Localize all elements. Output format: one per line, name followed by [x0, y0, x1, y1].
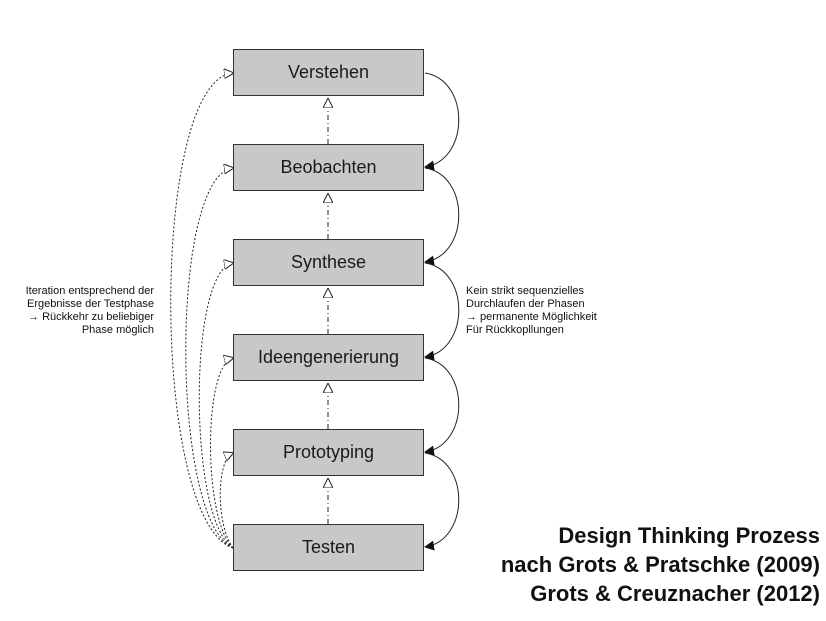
iteration-arrow-ideen	[210, 358, 234, 549]
iteration-arrow-verstehen	[170, 73, 233, 549]
phase-ideengenerierung: Ideengenerierung	[233, 334, 424, 381]
note-iteration: Iteration entsprechend der Ergebnisse de…	[26, 285, 154, 337]
note-non-sequential-line: → permanente Möglichkeit	[466, 311, 597, 323]
iteration-arrow-synthese	[198, 263, 233, 549]
title-line: Grots & Creuznacher (2012)	[530, 581, 820, 606]
note-non-sequential: Kein strikt sequenzielles Durchlaufen de…	[466, 285, 597, 337]
arrow-prototyping-testen	[424, 452, 460, 551]
phase-testen: Testen	[233, 524, 424, 571]
note-non-sequential-line: Kein strikt sequenzielles	[466, 285, 585, 297]
diagram-title: Design Thinking Prozess nach Grots & Pra…	[501, 521, 820, 608]
title-line: nach Grots & Pratschke (2009)	[500, 552, 820, 577]
title-line: Design Thinking Prozess	[558, 523, 820, 548]
note-non-sequential-line: Durchlaufen der Phasen	[466, 298, 585, 310]
note-non-sequential-line: Für Rückkopllungen	[466, 324, 564, 336]
note-iteration-line: Ergebnisse der Testphase	[27, 298, 154, 310]
arrow-synthese-ideen	[424, 262, 460, 361]
phase-prototyping: Prototyping	[233, 429, 424, 476]
note-iteration-line: Phase möglich	[81, 324, 154, 336]
iteration-arrow-prototyping	[219, 453, 233, 549]
arrow-verstehen-beobachten	[424, 72, 460, 171]
phase-beobachten: Beobachten	[233, 144, 424, 191]
arrow-ideen-prototyping	[424, 357, 460, 456]
note-iteration-line: Iteration entsprechend der	[25, 285, 154, 297]
iteration-arrow-beobachten	[185, 168, 233, 549]
note-iteration-line: → Rückkehr zu beliebiger	[28, 311, 154, 323]
phase-verstehen: Verstehen	[233, 49, 424, 96]
arrow-beobachten-synthese	[424, 167, 460, 266]
phase-synthese: Synthese	[233, 239, 424, 286]
